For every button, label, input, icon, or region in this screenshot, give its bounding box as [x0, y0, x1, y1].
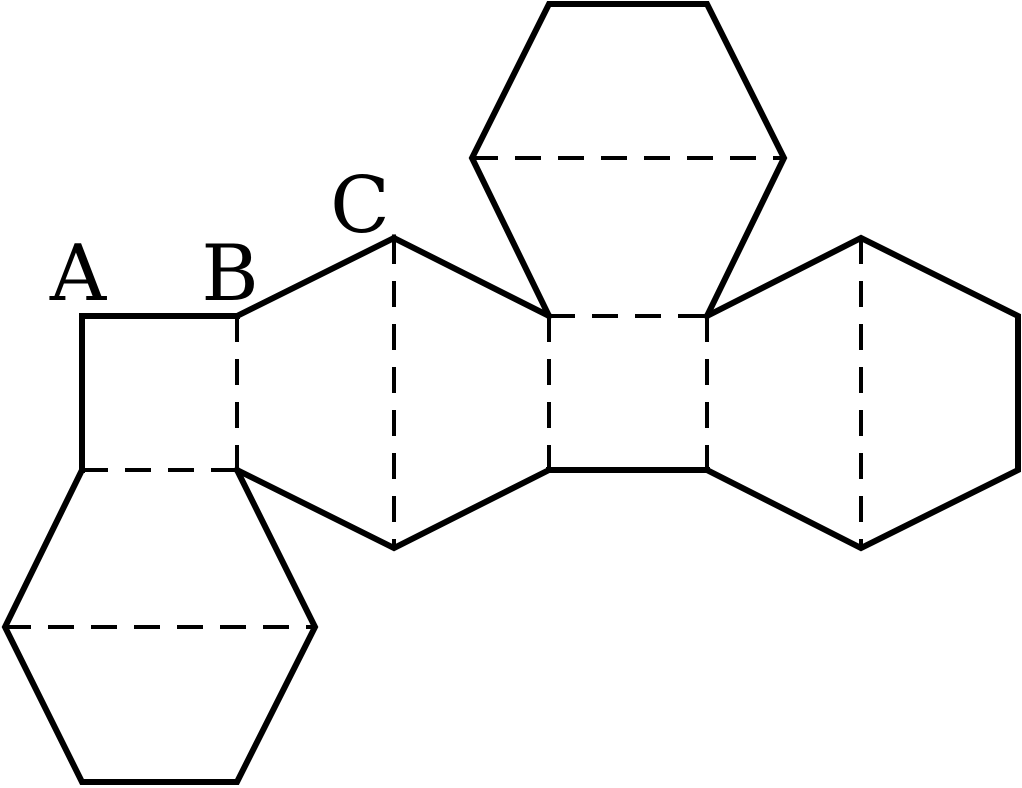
edge-b-to-c [232, 233, 399, 321]
edge-right-hexagon-outline [702, 234, 1021, 552]
edge-square-ab-outline [79, 313, 240, 473]
vertex-labels: A B C [49, 161, 390, 319]
edge-bottom-hexagon-outline [1, 465, 319, 785]
vertex-label-c: C [330, 161, 390, 251]
edge-c-to-upper-hex [389, 233, 554, 321]
edge-top-hexagon-outline [468, 1, 788, 321]
fold-lines [5, 156, 863, 629]
vertex-label-b: B [201, 229, 258, 319]
vertex-label-a: A [49, 229, 108, 319]
